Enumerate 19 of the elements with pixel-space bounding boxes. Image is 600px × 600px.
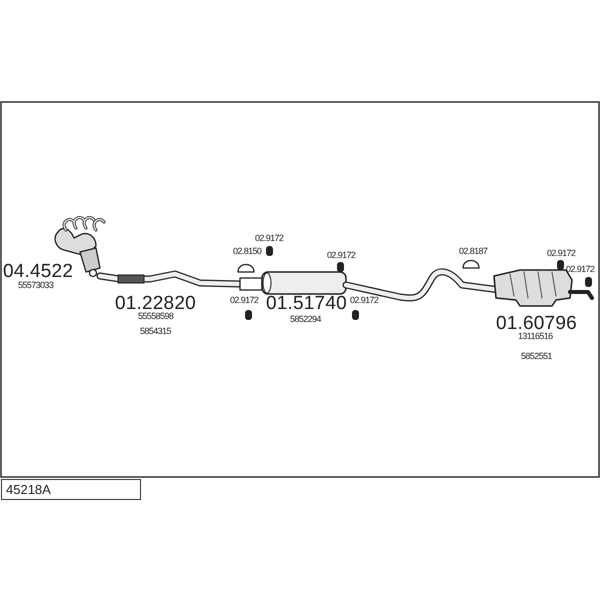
part-number: 55558598 [138, 312, 174, 321]
part-number: 5852551 [521, 352, 552, 361]
part-number: 02.9172 [566, 265, 594, 274]
part-number: 02.9172 [327, 251, 356, 260]
part-number: 5852294 [290, 315, 321, 324]
part-number: 5854315 [140, 327, 171, 336]
part-number: 01.51740 [266, 294, 347, 313]
diagram-code: 45218A [1, 479, 141, 500]
part-number: 02.9172 [547, 249, 576, 258]
part-number: 02.8150 [233, 247, 262, 256]
part-number: 55573033 [18, 281, 54, 290]
part-number: 01.22820 [115, 294, 196, 313]
part-number: 02.9172 [255, 234, 284, 243]
part-number: 04.4522 [3, 262, 74, 281]
part-number: 02.9172 [230, 296, 258, 305]
part-number: 02.9172 [350, 296, 378, 305]
part-number: 02.8187 [459, 247, 488, 256]
part-number: 13116516 [518, 332, 553, 341]
part-number: 01.60796 [496, 314, 577, 333]
